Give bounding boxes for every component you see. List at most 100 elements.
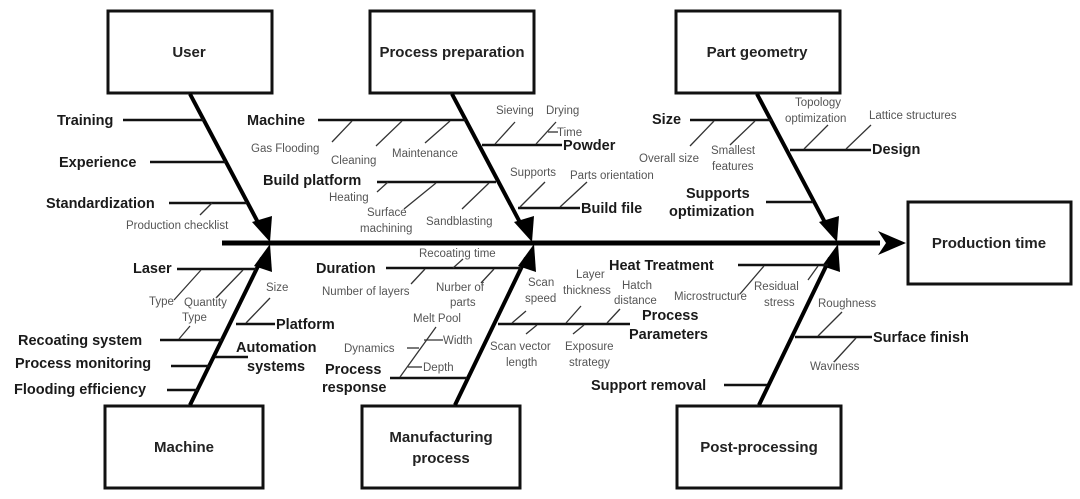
bone-machine (188, 257, 264, 406)
category-title-manufacturing-l1: Manufacturing (389, 429, 492, 446)
cause-standardization: Standardization (46, 196, 155, 212)
sub-platform-size: Size (266, 282, 288, 294)
sub-line-sandblasting (461, 182, 490, 210)
spine-arrowhead (878, 231, 906, 255)
sub-surface-l1: Surface (367, 207, 407, 219)
sub-quantity: Quantity (184, 297, 227, 309)
cause-build-file: Build file (581, 201, 642, 217)
sub-exposure-l2: strategy (569, 357, 610, 369)
sub-line-overall-size (689, 120, 715, 147)
sub-scan-vec-l1: Scan vector (490, 341, 551, 353)
sub-line-parts-orientation (559, 181, 588, 208)
sub-gas-flooding: Gas Flooding (251, 143, 319, 155)
sub-depth: Depth (423, 362, 454, 374)
sub-surface-l2: machining (360, 223, 412, 235)
cause-support-removal: Support removal (591, 378, 706, 394)
sub-lattice: Lattice structures (869, 110, 957, 122)
bone-manufacturing-process-arrowhead (518, 244, 536, 272)
bone-machine-arrowhead (254, 244, 272, 272)
sub-line-hatch-distance (606, 308, 621, 324)
sub-production-checklist: Production checklist (126, 220, 229, 232)
sub-overall-size: Overall size (639, 153, 699, 165)
sub-line-number-of-parts (480, 268, 495, 284)
cause-automation-l1: Automation (236, 340, 317, 356)
sub-line-scan-vector (525, 324, 538, 335)
cause-flooding-efficiency: Flooding efficiency (14, 382, 146, 398)
sub-scan-speed-l1: Scan (528, 277, 554, 289)
sub-waviness: Waviness (810, 361, 860, 373)
bone-post-processing (757, 257, 832, 406)
sub-layer-l1: Layer (576, 269, 605, 281)
sub-line-melt-pool (399, 326, 437, 378)
cause-response-l2: response (322, 380, 386, 396)
category-box-part-geometry-frame (674, 9, 842, 95)
bone-part-geometry-arrowhead (819, 216, 839, 242)
category-box-process-preparation-frame (368, 9, 536, 95)
sub-line-residual-stress (807, 265, 819, 281)
sub-line-supports (519, 181, 546, 208)
category-title-post-processing: Post-processing (700, 439, 818, 456)
sub-line-waviness (833, 337, 857, 363)
sub-residual-l2: stress (764, 297, 795, 309)
cause-size: Size (652, 112, 681, 128)
sub-line-gas-flooding (331, 120, 353, 143)
cause-design: Design (872, 142, 920, 158)
category-title-user: User (172, 44, 206, 61)
cause-supports-opt-l1: Supports (686, 186, 750, 202)
sub-residual-l1: Residual (754, 281, 799, 293)
cause-experience: Experience (59, 155, 136, 171)
sub-maintenance: Maintenance (392, 148, 458, 160)
cause-recoating-system: Recoating system (18, 333, 142, 349)
sub-drying: Drying (546, 105, 579, 117)
effect-label: Production time (932, 235, 1046, 252)
category-box-post-processing: Post-processing (675, 404, 843, 490)
category-box-manufacturing-process: Manufacturing process (360, 404, 522, 490)
sub-heating: Heating (329, 192, 369, 204)
cause-platform: Platform (276, 317, 335, 333)
cause-laser: Laser (133, 261, 172, 277)
category-box-machine-frame (103, 404, 265, 490)
sub-number-of-layers: Number of layers (322, 286, 410, 298)
bone-part-geometry (755, 93, 831, 231)
cause-params-l2: Parameters (629, 327, 708, 343)
sub-line-recoating-time (452, 258, 464, 269)
cause-automation-l2: systems (247, 359, 305, 375)
sub-line-roughness (817, 311, 843, 337)
sub-dynamics: Dynamics (344, 343, 395, 355)
cause-training: Training (57, 113, 113, 129)
sub-sieving: Sieving (496, 105, 534, 117)
category-box-manufacturing-process-frame (360, 404, 522, 490)
sub-line-scan-speed (511, 310, 527, 324)
sub-line-drying (535, 121, 557, 145)
sub-microstructure: Microstructure (674, 291, 747, 303)
sub-layer-l2: thickness (563, 285, 611, 297)
category-title-manufacturing-l2: process (412, 450, 470, 467)
sub-line-heating (376, 181, 389, 193)
sub-line-quantity (215, 269, 244, 299)
sub-line-smallest-features (729, 120, 756, 146)
sub-laser-type: Type (149, 296, 174, 308)
sub-line-layer-thickness (565, 305, 582, 324)
cause-supports-opt-l2: optimization (669, 204, 754, 220)
cause-params-l1: Process (642, 308, 698, 324)
bone-manufacturing-process (453, 257, 528, 406)
sub-cleaning: Cleaning (331, 155, 376, 167)
sub-line-laser-type (173, 269, 202, 301)
sub-exposure-l1: Exposure (565, 341, 614, 353)
sub-topology-l1: Topology (795, 97, 841, 109)
bone-process-preparation-arrowhead (514, 216, 534, 242)
sub-parts-orientation: Parts orientation (570, 170, 654, 182)
effect-box: Production time (906, 200, 1073, 286)
sub-line-lattice (845, 124, 872, 150)
category-box-machine: Machine (103, 404, 265, 490)
sub-parts-l1: Nurber of (436, 282, 485, 294)
sub-line-production-checklist (199, 202, 213, 216)
category-box-process-preparation: Process preparation (368, 9, 536, 95)
sub-line-microstructure (739, 265, 765, 295)
sub-line-cleaning (375, 120, 403, 147)
category-title-process-preparation: Process preparation (379, 44, 524, 61)
sub-line-sieving (494, 121, 516, 145)
sub-time: Time (557, 127, 582, 139)
sub-melt-pool: Melt Pool (413, 313, 461, 325)
